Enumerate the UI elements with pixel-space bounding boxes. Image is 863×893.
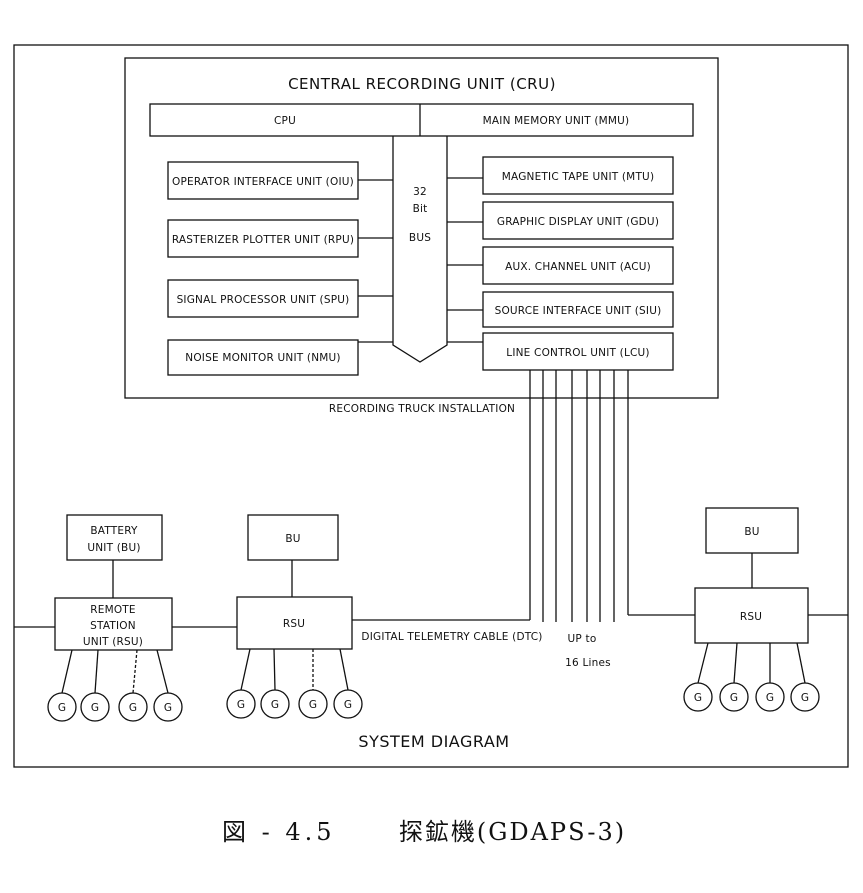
remote-station-label-3: UNIT (RSU) <box>83 636 143 648</box>
g-label: G <box>309 699 317 711</box>
lines-label-2: 16 Lines <box>565 657 611 669</box>
remote-station-label-2: STATION <box>90 620 136 632</box>
rsu-box-middle <box>236 596 353 650</box>
nmu-box <box>167 339 359 376</box>
g-label: G <box>129 702 137 714</box>
geophone-g-circle <box>755 682 785 712</box>
cru-title: CENTRAL RECORDING UNIT (CRU) <box>288 75 556 93</box>
mmu-label: MAIN MEMORY UNIT (MMU) <box>483 115 630 127</box>
g-label: G <box>58 702 66 714</box>
geophone-g-circle <box>298 689 328 719</box>
bus-arrow <box>392 136 448 363</box>
rpu-label: RASTERIZER PLOTTER UNIT (RPU) <box>172 234 354 246</box>
g-label: G <box>237 699 245 711</box>
geophone-g-circle <box>260 689 290 719</box>
bu-label-right: BU <box>744 526 759 538</box>
battery-unit-box <box>66 514 163 561</box>
lcu-box <box>482 332 674 371</box>
geophone-g-circle <box>47 692 77 722</box>
g-label: G <box>344 699 352 711</box>
remote-station-label-1: REMOTE <box>90 604 136 616</box>
bus-width-label: 32 <box>413 186 427 198</box>
rsu-label-right: RSU <box>740 611 762 623</box>
geophone-g-circle <box>719 682 749 712</box>
geophone-g-circle <box>80 692 110 722</box>
figure-caption: 図 - 4.5 探鉱機(GDAPS-3) <box>222 812 626 847</box>
cpu-label: CPU <box>274 115 296 127</box>
remote-station-box <box>54 597 173 651</box>
bu-label-middle: BU <box>285 533 300 545</box>
system-diagram-title: SYSTEM DIAGRAM <box>358 732 509 751</box>
rsu-label-middle: RSU <box>283 618 305 630</box>
geophone-g-circle <box>790 682 820 712</box>
mtu-label: MAGNETIC TAPE UNIT (MTU) <box>502 171 655 183</box>
g-label: G <box>271 699 279 711</box>
lines-label-1: UP to <box>568 633 597 645</box>
bus-bit-label: Bit <box>413 203 428 215</box>
geophone-g-circle <box>153 692 183 722</box>
siu-label: SOURCE INTERFACE UNIT (SIU) <box>495 305 662 317</box>
figure-number: 図 - 4.5 <box>222 818 336 846</box>
outer-frame <box>13 44 849 768</box>
g-label: G <box>164 702 172 714</box>
g-label: G <box>91 702 99 714</box>
spu-label: SIGNAL PROCESSOR UNIT (SPU) <box>177 294 350 306</box>
geophone-g-circle <box>333 689 363 719</box>
gdu-label: GRAPHIC DISPLAY UNIT (GDU) <box>497 216 659 228</box>
mtu-box <box>482 156 674 195</box>
geophone-g-circle <box>226 689 256 719</box>
battery-unit-label-1: BATTERY <box>90 525 138 537</box>
spu-box <box>167 279 359 318</box>
g-label: G <box>730 692 738 704</box>
battery-unit-label-2: UNIT (BU) <box>87 542 140 554</box>
cru-frame <box>124 57 719 399</box>
cable-label: DIGITAL TELEMETRY CABLE (DTC) <box>361 631 542 643</box>
bus-label: BUS <box>409 232 431 244</box>
g-label: G <box>801 692 809 704</box>
g-label: G <box>694 692 702 704</box>
figure-title: 探鉱機(GDAPS-3) <box>398 818 627 846</box>
bu-box-middle <box>247 514 339 561</box>
nmu-label: NOISE MONITOR UNIT (NMU) <box>185 352 340 364</box>
gdu-box <box>482 201 674 240</box>
geophone-g-circle <box>683 682 713 712</box>
cpu-mmu-bar <box>149 103 694 137</box>
acu-label: AUX. CHANNEL UNIT (ACU) <box>505 261 651 273</box>
geophone-g-circle <box>118 692 148 722</box>
oiu-label: OPERATOR INTERFACE UNIT (OIU) <box>172 176 354 188</box>
g-label: G <box>766 692 774 704</box>
installation-label: RECORDING TRUCK INSTALLATION <box>329 403 515 415</box>
lcu-label: LINE CONTROL UNIT (LCU) <box>506 347 649 359</box>
